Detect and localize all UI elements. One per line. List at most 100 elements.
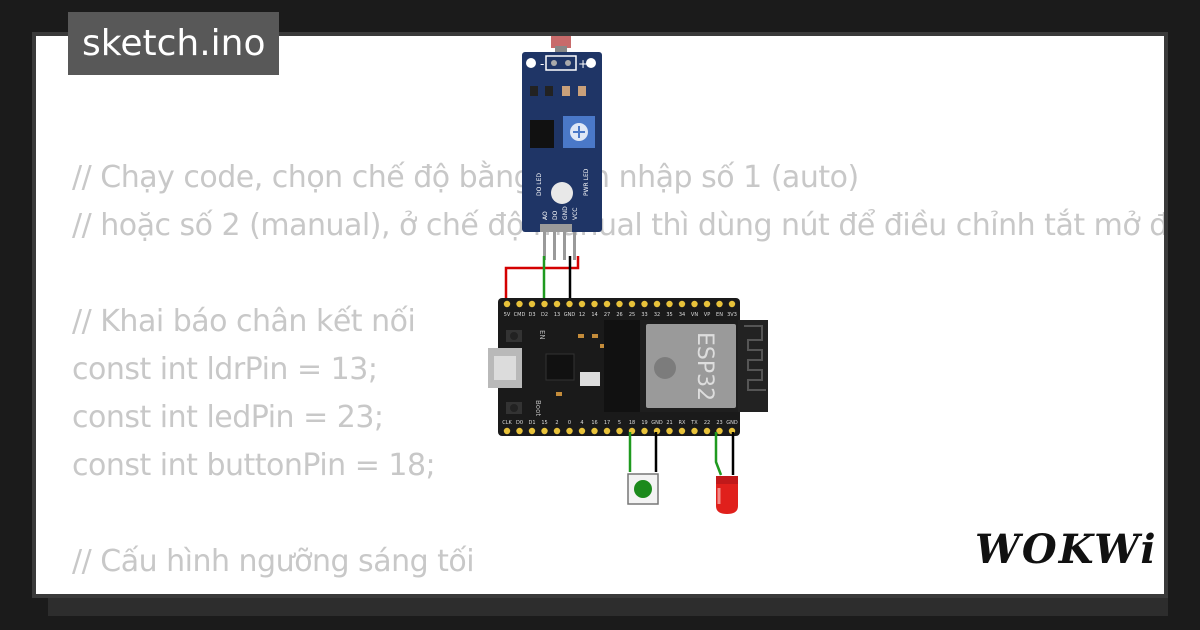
code-line: // Chạy code, chọn chế độ bằng cách nhập… — [72, 160, 859, 195]
pin-label: 5V — [504, 312, 511, 318]
header-pin[interactable] — [528, 300, 536, 308]
header-pin[interactable] — [728, 300, 736, 308]
pin-label: GND — [564, 312, 576, 318]
pin-label: 32 — [654, 312, 660, 318]
esp32-shield-can — [646, 324, 736, 408]
code-line: // Khai báo chân kết nối — [72, 304, 416, 339]
header-pin[interactable] — [503, 300, 511, 308]
pin-label: CLK — [502, 420, 512, 426]
pin-label: 5 — [618, 420, 621, 426]
pin-label: 35 — [666, 312, 672, 318]
ldr-pin-do-label: DO — [552, 210, 559, 220]
header-pin[interactable] — [566, 427, 573, 435]
code-preview: // Chạy code, chọn chế độ bằng cách nhập… — [72, 154, 1168, 594]
pin-label: 33 — [641, 312, 647, 318]
pin-label: TX — [690, 420, 698, 426]
pin-label: 17 — [604, 420, 610, 426]
header-pin[interactable] — [553, 300, 561, 308]
header-pin[interactable] — [666, 300, 673, 308]
header-pin[interactable] — [703, 427, 711, 435]
en-label: EN — [538, 330, 546, 340]
pin-label: D3 — [528, 312, 535, 318]
ldr-sensor-module[interactable]: - + DO LED PWR LED AO DO GND VCC — [522, 36, 602, 260]
header-pin[interactable] — [616, 427, 623, 435]
header-pin[interactable] — [653, 300, 661, 308]
header-pin[interactable] — [578, 300, 586, 308]
code-line: const int ledPin = 23; — [72, 400, 384, 435]
output-wires — [628, 432, 735, 476]
pushbutton-cap[interactable] — [634, 480, 652, 498]
code-line: // hoặc số 2 (manual), ở chế độ manual t… — [72, 208, 1168, 243]
code-line: const int threshold = 100; — [72, 586, 1164, 594]
header-pin[interactable] — [628, 300, 636, 308]
do-led-label: DO LED — [536, 173, 543, 196]
header-pin[interactable] — [503, 427, 511, 435]
ldr-pin-gnd-label: GND — [562, 206, 569, 220]
header-pin[interactable] — [678, 300, 686, 308]
antenna — [738, 320, 768, 412]
header-pin[interactable] — [603, 427, 611, 435]
header-pin[interactable] — [516, 427, 523, 435]
pin-label: 18 — [629, 420, 635, 426]
header-pin[interactable] — [591, 300, 598, 308]
comparator-chip — [530, 120, 554, 148]
header-pin[interactable] — [528, 427, 536, 435]
regulator — [580, 372, 600, 386]
pin-label: 22 — [704, 420, 710, 426]
header-pin[interactable] — [716, 427, 723, 435]
pin-label: 21 — [666, 420, 672, 426]
rf-shield-left — [604, 320, 640, 412]
header-pin[interactable] — [716, 300, 723, 308]
pin-label: CMD — [514, 312, 526, 318]
boot-label: Boot — [534, 400, 542, 416]
pin-label: VP — [704, 312, 710, 318]
header-pin[interactable] — [541, 300, 548, 308]
header-pin[interactable] — [641, 427, 648, 435]
header-pin[interactable] — [703, 300, 711, 308]
esp32-chip-label: ESP32 — [692, 332, 717, 401]
pin-label: 23 — [716, 420, 722, 426]
file-title: sketch.ino — [68, 12, 280, 75]
ldr-pin-vcc-label: VCC — [572, 208, 579, 220]
ldr-module-board — [522, 52, 602, 232]
pushbutton[interactable] — [627, 473, 659, 505]
ldr-minus-label: - — [540, 57, 544, 71]
pin-label: 15 — [541, 420, 547, 426]
ldr-wires — [504, 256, 580, 304]
pwr-led-label: PWR LED — [583, 168, 590, 196]
wokwi-logo: WOKWi — [975, 526, 1158, 573]
pin-label: 2 — [555, 420, 558, 426]
header-pin[interactable] — [578, 427, 586, 435]
ldr-plus-label: + — [578, 57, 588, 71]
code-line: // Cấu hình ngưỡng sáng tối — [72, 544, 475, 579]
header-pin[interactable] — [678, 427, 686, 435]
ldr-photoresistor — [551, 36, 571, 48]
pin-label: EN — [716, 312, 723, 318]
header-pin[interactable] — [541, 427, 548, 435]
header-pin[interactable] — [691, 427, 698, 435]
pin-label: RX — [679, 420, 686, 426]
header-pin[interactable] — [566, 300, 573, 308]
header-pin[interactable] — [591, 427, 598, 435]
header-pin[interactable] — [616, 300, 623, 308]
header-pin[interactable] — [516, 300, 523, 308]
header-pin[interactable] — [641, 300, 648, 308]
header-pin[interactable] — [553, 427, 561, 435]
ldr-led — [551, 182, 573, 204]
header-pin[interactable] — [603, 300, 611, 308]
pin-label: 3V3 — [727, 312, 737, 318]
pin-label: D1 — [528, 420, 535, 426]
pin-label: GND — [726, 420, 738, 426]
pin-label: VN — [691, 312, 698, 318]
header-pin[interactable] — [666, 427, 673, 435]
pin-label: 12 — [579, 312, 585, 318]
pin-label: 26 — [616, 312, 622, 318]
header-pin[interactable] — [691, 300, 698, 308]
pin-label: 4 — [580, 420, 583, 426]
red-led — [716, 476, 738, 514]
pin-label: 14 — [591, 312, 597, 318]
